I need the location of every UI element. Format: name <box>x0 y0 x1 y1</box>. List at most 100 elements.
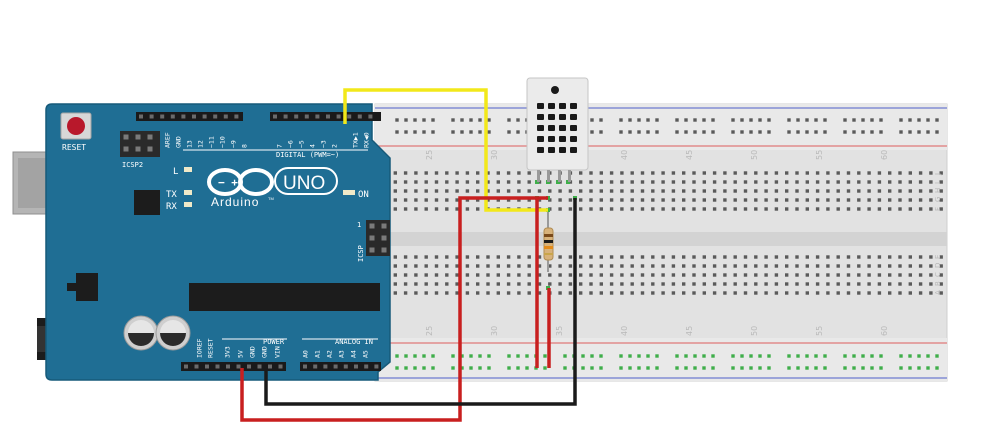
digital-pin[interactable] <box>347 114 352 119</box>
breadboard-hole <box>496 273 500 277</box>
digital-pin[interactable] <box>283 114 288 119</box>
power-pin[interactable] <box>278 364 283 369</box>
digital-pin[interactable] <box>149 114 154 119</box>
power-pin[interactable] <box>194 364 199 369</box>
breadboard-hole <box>671 207 676 211</box>
breadboard-hole <box>888 198 892 202</box>
breadboard-hole <box>754 198 758 202</box>
digital-pin[interactable] <box>304 114 309 119</box>
rail-hole <box>787 366 791 370</box>
breadboard-hole <box>929 171 933 175</box>
rail-hole <box>740 130 744 134</box>
rail-hole <box>451 366 455 370</box>
breadboard-hole <box>496 189 500 193</box>
icsp2-label: ICSP2 <box>122 161 143 169</box>
power-pin[interactable] <box>247 364 251 369</box>
breadboard-hole <box>599 264 603 268</box>
digital-pin[interactable] <box>315 114 320 119</box>
digital-pin[interactable] <box>170 114 175 119</box>
digital-pin[interactable] <box>326 114 330 119</box>
breadboard-hole <box>733 171 737 175</box>
sensor-mount-hole <box>551 86 559 94</box>
breadboard-hole <box>609 171 614 175</box>
digital-pin[interactable] <box>294 114 299 119</box>
breadboard-hole <box>496 282 500 286</box>
breadboard-hole <box>527 273 531 277</box>
power-pin[interactable] <box>268 364 272 369</box>
rail-hole <box>684 366 688 370</box>
breadboard-hole <box>918 282 923 286</box>
icsp-pin <box>369 235 375 241</box>
analog-pin[interactable] <box>364 364 369 369</box>
rail-hole <box>749 366 753 370</box>
breadboard-hole <box>651 198 655 202</box>
power-pin[interactable] <box>205 364 209 369</box>
column-number-bottom: 55 <box>815 326 824 336</box>
breadboard-hole <box>537 291 542 295</box>
breadboard-hole <box>537 282 542 286</box>
breadboard-hole <box>640 189 645 193</box>
rail-hole <box>926 354 930 358</box>
breadboard-hole <box>723 264 727 268</box>
rail-hole <box>767 130 771 134</box>
breadboard-hole <box>764 189 768 193</box>
digital-pin[interactable] <box>357 114 362 119</box>
analog-pin[interactable] <box>354 364 358 369</box>
rail-hole <box>711 118 715 122</box>
analog-label: ANALOG IN <box>335 338 373 346</box>
digital-pin-label: AREF <box>164 132 172 148</box>
breadboard-hole <box>836 291 840 295</box>
breadboard-hole <box>599 207 603 211</box>
breadboard-hole <box>620 291 624 295</box>
breadboard-hole <box>486 273 490 277</box>
digital-pin[interactable] <box>273 114 277 119</box>
atmega-chip <box>189 283 380 311</box>
digital-pin[interactable] <box>160 114 165 119</box>
breadboard-hole <box>568 282 573 286</box>
analog-pin[interactable] <box>343 364 348 369</box>
power-pin[interactable] <box>215 364 220 369</box>
analog-pin[interactable] <box>323 364 328 369</box>
rail-hole <box>675 130 679 134</box>
breadboard-hole <box>754 264 758 268</box>
analog-pin[interactable] <box>313 364 318 369</box>
breadboard-hole <box>393 255 397 259</box>
digital-pin[interactable] <box>336 114 341 119</box>
rail-hole <box>404 118 408 122</box>
breadboard-hole <box>939 171 943 175</box>
power-pin[interactable] <box>184 364 188 369</box>
power-pin[interactable] <box>226 364 230 369</box>
breadboard-hole <box>651 255 655 259</box>
breadboard-hole <box>918 189 923 193</box>
rail-hole <box>487 354 491 358</box>
digital-pin[interactable] <box>234 114 239 119</box>
breadboard-hole <box>805 291 809 295</box>
digital-pin[interactable] <box>368 114 373 119</box>
digital-pin[interactable] <box>181 114 186 119</box>
analog-pin[interactable] <box>303 364 307 369</box>
digital-pin[interactable] <box>139 114 143 119</box>
breadboard-hole <box>548 282 552 286</box>
digital-pin[interactable] <box>213 114 218 119</box>
digital-pin[interactable] <box>192 114 196 119</box>
rail-hole <box>899 118 903 122</box>
power-pin[interactable] <box>257 364 262 369</box>
breadboard-hole <box>527 189 531 193</box>
digital-pin[interactable] <box>202 114 207 119</box>
analog-pin[interactable] <box>333 364 338 369</box>
rail-hole <box>637 118 641 122</box>
breadboard-hole <box>795 189 799 193</box>
breadboard-hole <box>496 198 500 202</box>
breadboard-hole <box>434 273 439 277</box>
breadboard-hole <box>589 171 593 175</box>
breadboard-hole <box>815 189 820 193</box>
power-pin[interactable] <box>236 364 241 369</box>
breadboard-hole <box>702 255 706 259</box>
breadboard-hole <box>733 180 737 184</box>
breadboard-hole <box>393 198 397 202</box>
column-number-bottom: 60 <box>880 326 889 336</box>
analog-pin[interactable] <box>374 364 379 369</box>
breadboard-hole <box>877 207 882 211</box>
digital-pin[interactable] <box>223 114 228 119</box>
rail-hole <box>543 354 547 358</box>
